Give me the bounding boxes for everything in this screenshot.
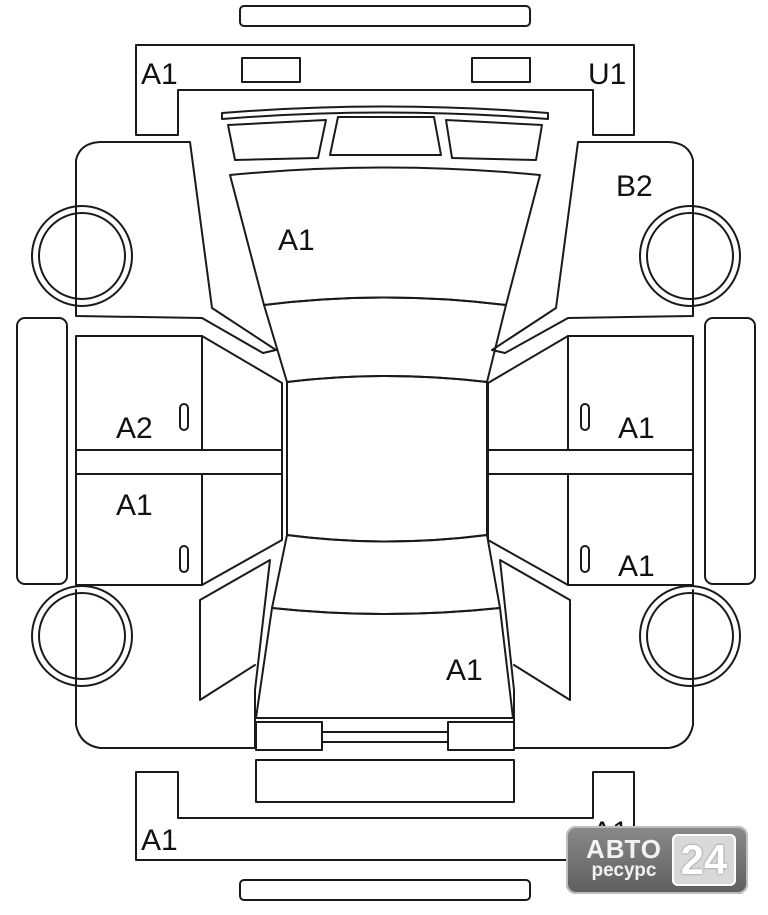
code-front-right-corner: U1 xyxy=(588,58,626,91)
left-rear-door xyxy=(75,473,283,586)
roof xyxy=(286,375,488,543)
right-front-wheel-inner xyxy=(646,212,734,300)
left-front-wheel-inner xyxy=(38,212,126,300)
right-side-sill xyxy=(704,317,756,585)
rear-garnish xyxy=(321,731,449,743)
right-front-handle xyxy=(580,403,590,431)
right-front-door xyxy=(487,335,694,451)
code-trunk: A1 xyxy=(446,654,483,687)
windshield xyxy=(263,296,507,383)
code-front-bumper: A1 xyxy=(141,58,178,91)
right-pillar-strip xyxy=(487,449,694,475)
grille xyxy=(329,116,442,156)
left-front-door xyxy=(75,335,283,451)
left-rear-quarter xyxy=(75,559,271,749)
right-front-wheel xyxy=(639,205,741,307)
hood xyxy=(229,166,541,306)
left-front-wheel xyxy=(31,205,133,307)
rear-bumper-strip xyxy=(239,879,531,901)
front-bumper-strip xyxy=(239,5,531,27)
right-rear-wheel xyxy=(639,585,741,687)
code-right-rear-door: A1 xyxy=(618,550,655,583)
code-hood: A1 xyxy=(278,224,315,257)
code-left-rear-door: A1 xyxy=(116,489,153,522)
left-rear-wheel-inner xyxy=(38,592,126,680)
left-rear-wheel xyxy=(31,585,133,687)
right-rear-quarter xyxy=(499,559,694,749)
code-left-front-door: A2 xyxy=(116,412,153,445)
grille-bar xyxy=(221,105,549,120)
right-rear-wheel-inner xyxy=(646,592,734,680)
right-rear-handle xyxy=(580,545,590,573)
code-rear-bumper-left: A1 xyxy=(141,824,178,857)
rear-bumper xyxy=(135,771,635,861)
taillight-left xyxy=(255,721,323,751)
left-pillar-strip xyxy=(75,449,283,475)
headlight-right xyxy=(445,119,543,161)
fog-light-left xyxy=(241,57,301,83)
left-front-handle xyxy=(179,403,189,431)
watermark-line1: АВТО xyxy=(585,834,663,864)
taillight-right xyxy=(447,721,515,751)
rear-window xyxy=(271,534,501,615)
front-bumper xyxy=(135,44,635,136)
watermark-line2: ресурс xyxy=(591,860,657,881)
left-rear-handle xyxy=(179,545,189,573)
code-right-front-fender: B2 xyxy=(616,170,653,203)
right-front-fender xyxy=(491,141,694,354)
code-right-front-door: A1 xyxy=(618,412,655,445)
trunk xyxy=(255,607,514,719)
rear-panel xyxy=(255,759,515,803)
headlight-left xyxy=(227,119,327,161)
watermark-number: 24 xyxy=(672,834,736,886)
right-rear-door xyxy=(487,473,694,586)
left-side-sill xyxy=(16,317,68,585)
left-front-fender xyxy=(75,141,277,354)
fog-light-right xyxy=(471,57,531,83)
